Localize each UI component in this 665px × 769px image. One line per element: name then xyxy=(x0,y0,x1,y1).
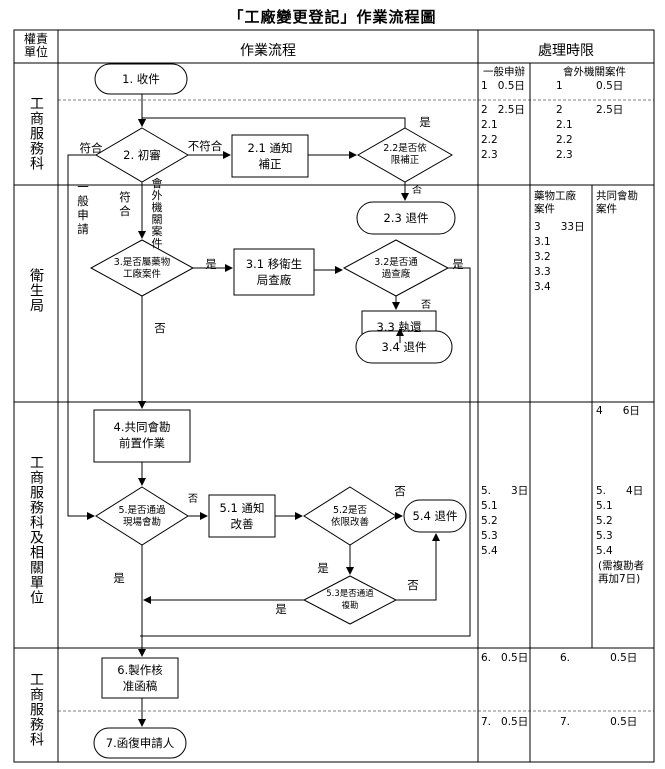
node-31-shape xyxy=(233,248,315,296)
node-4-shape xyxy=(93,409,191,463)
node-51-label: 5.1 通知 改善 xyxy=(219,501,265,531)
node-51-shape xyxy=(208,494,276,538)
node-52-label: 5.2是否 依限改善 xyxy=(330,505,369,528)
edge-label-fuhe-left: 符合 xyxy=(79,141,103,155)
time-r6b: 6. 0.5日 xyxy=(560,652,638,664)
node-2-label: 2. 初審 xyxy=(123,148,161,162)
edge-label-fou-53: 否 xyxy=(407,578,419,592)
edge-label-shi-22: 是 xyxy=(419,115,431,129)
page-title: 「工廠變更登記」作業流程圖 xyxy=(228,8,437,26)
node-54-label: 5.4 退件 xyxy=(412,509,458,523)
time-joint-head: 共同會勘 案件 xyxy=(596,190,638,215)
edge-label-shi-53: 是 xyxy=(275,602,287,616)
edge-label-fou-22: 否 xyxy=(412,185,422,196)
edge-label-shi-32: 是 xyxy=(452,257,464,271)
time-col-a-head: 一般申辦 xyxy=(483,66,525,78)
node-21-shape xyxy=(231,134,309,178)
time-r5c: 5. 4日 5.1 5.2 5.3 5.4 xyxy=(596,485,644,557)
time-r1a: 1 0.5日 xyxy=(481,80,525,92)
edge-label-shi-52: 是 xyxy=(317,561,329,575)
node-1-label: 1. 收件 xyxy=(122,72,160,86)
node-5-label: 5.是否通過 現場會勘 xyxy=(118,505,166,528)
edge-label-yiban: 一般申請 xyxy=(77,180,89,236)
header-unit: 權責 單位 xyxy=(23,32,48,59)
node-31-label: 3.1 移衛生 局查廠 xyxy=(245,257,303,287)
time-r5-note: (需複勘者 再加7日) xyxy=(598,560,645,585)
node-7-label: 7.函復申請人 xyxy=(105,736,175,750)
header-flow: 作業流程 xyxy=(240,43,296,59)
node-6-label: 6.製作核 准函稿 xyxy=(117,663,163,693)
time-r5a: 5. 3日 5.1 5.2 5.3 5.4 xyxy=(481,485,529,557)
node-23-shape xyxy=(356,201,456,235)
edge-label-shi-5: 是 xyxy=(113,571,125,585)
time-r2a: 2 2.5日 2.1 2.2 2.3 xyxy=(481,104,525,161)
edge-label-fou-5: 否 xyxy=(188,494,198,505)
time-col-b-head: 會外機關案件 xyxy=(563,66,626,78)
header-time: 處理時限 xyxy=(538,43,594,59)
node-23-label: 2.3 退件 xyxy=(383,211,429,225)
node-21-label: 2.1 通知 補正 xyxy=(247,141,293,171)
edge-label-fuhe-down: 符合 xyxy=(119,190,131,218)
node-22-label: 2.2是否依 限補正 xyxy=(383,143,427,166)
edge-label-fou-52: 否 xyxy=(394,484,406,498)
time-r3: 3 33日 3.1 3.2 3.3 3.4 xyxy=(534,221,585,293)
time-r7b: 7. 0.5日 xyxy=(560,716,638,728)
unit-label-2: 衛生局 xyxy=(28,268,44,313)
node-53-shape xyxy=(302,575,398,625)
time-r2b: 2 2.5日 2.1 2.2 2.3 xyxy=(556,104,624,161)
time-r7a: 7. 0.5日 xyxy=(481,716,529,728)
unit-label-3: 工商服務科及相關單位 xyxy=(28,455,44,605)
edge-label-fou-3: 否 xyxy=(154,321,166,335)
node-54-shape xyxy=(403,499,467,533)
node-53-label: 5.3是否通過 複勘 xyxy=(326,589,374,611)
time-r4: 4 6日 xyxy=(596,405,640,417)
unit-label-4: 工商服務科 xyxy=(28,672,44,747)
edge-label-shi-3: 是 xyxy=(205,257,217,271)
unit-label-1: 工商服務科 xyxy=(28,96,44,171)
node-6-shape xyxy=(101,657,179,699)
edge-label-bufuhe: 不符合 xyxy=(187,139,223,153)
time-r1b: 1 0.5日 xyxy=(556,80,624,92)
node-1-shape xyxy=(94,63,188,95)
node-4-label: 4.共同會勘 前置作業 xyxy=(113,420,171,450)
node-34-label: 3.4 退件 xyxy=(381,340,427,354)
node-33-label: 3.3 執還 xyxy=(376,320,422,334)
node-32-label: 3.2是否通 過查廠 xyxy=(374,257,418,280)
table-grid xyxy=(13,29,655,763)
time-r6a: 6. 0.5日 xyxy=(481,652,529,664)
node-7-shape xyxy=(93,727,187,759)
time-drug-head: 藥物工廠 案件 xyxy=(534,190,576,215)
node-3-label: 3.是否屬藥物 工廠案件 xyxy=(113,257,171,280)
row-dividers xyxy=(58,99,654,712)
node-34-real xyxy=(355,330,453,364)
edge-label-huiwai: 會外機關案件 xyxy=(151,177,163,250)
edge-label-fou-32: 否 xyxy=(421,300,431,311)
